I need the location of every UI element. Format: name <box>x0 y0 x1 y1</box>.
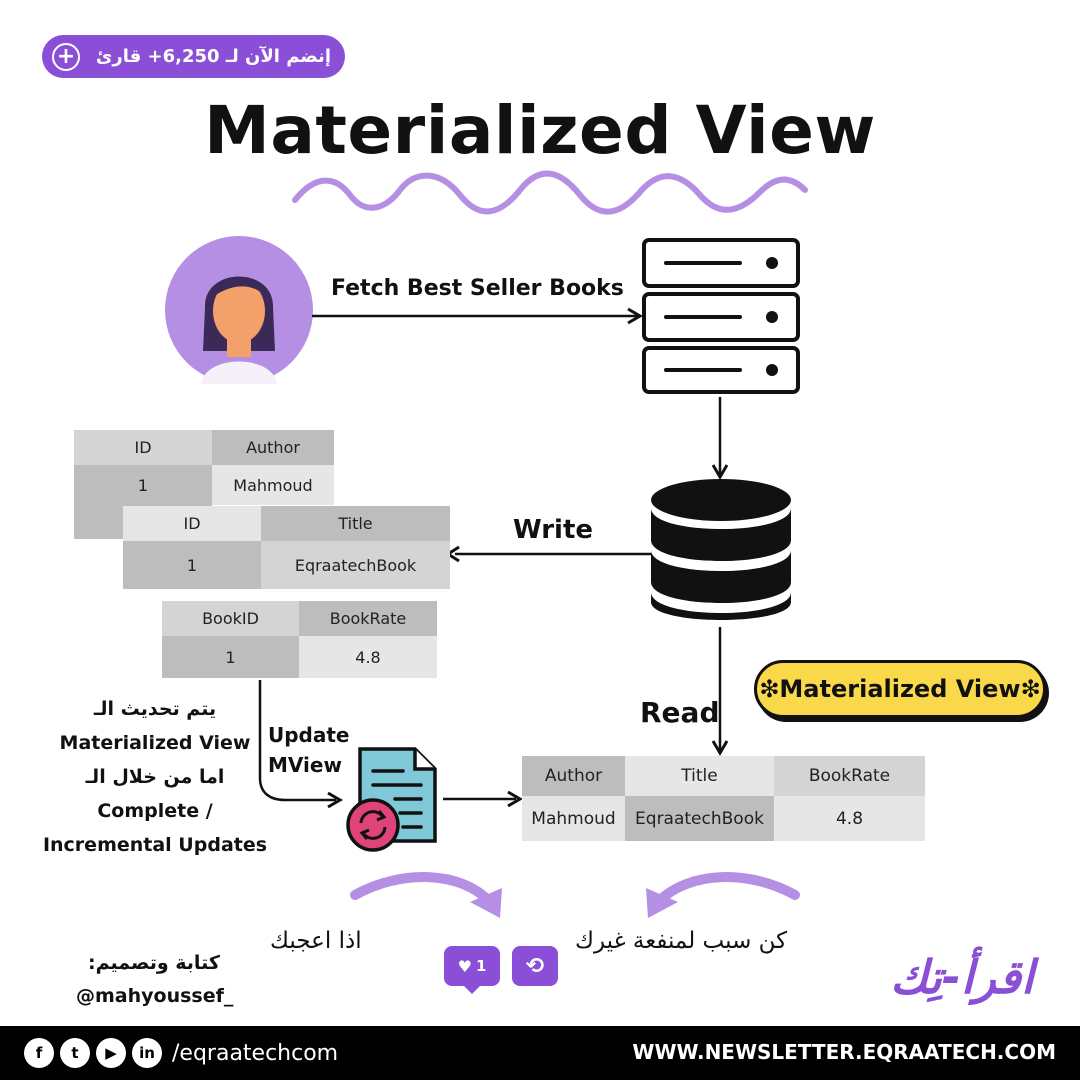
tooltip-tail <box>462 984 482 994</box>
footer-handle[interactable]: /eqraatechcom <box>172 1040 339 1066</box>
table-header: BookRate <box>299 601 437 636</box>
table-cell: 4.8 <box>299 636 437 678</box>
social-links: f t ▶ in /eqraatechcom <box>24 1038 338 1068</box>
page-title: Materialized View <box>204 92 876 169</box>
repost-button[interactable]: ⟲ <box>512 946 558 986</box>
read-arrow <box>711 627 729 756</box>
read-label: Read <box>640 696 720 729</box>
fetch-label: Fetch Best Seller Books <box>331 276 624 301</box>
table-cell: EqraatechBook <box>261 541 450 589</box>
twitter-icon[interactable]: t <box>60 1038 90 1068</box>
table-cell: Mahmoud <box>522 796 625 841</box>
heart-icon: ♥ <box>457 956 472 976</box>
materialized-view-badge: ❇Materialized View❇ <box>754 660 1046 718</box>
youtube-icon[interactable]: ▶ <box>96 1038 126 1068</box>
update-arrow <box>258 680 343 809</box>
write-arrow <box>445 545 651 563</box>
update-label: Update MView <box>268 723 350 777</box>
table-header: Title <box>625 756 774 796</box>
squiggle-underline <box>292 170 808 215</box>
footer-website[interactable]: WWW.NEWSLETTER.EQRAATECH.COM <box>632 1040 1056 1064</box>
fetch-arrow <box>312 307 643 325</box>
like-text: اذا اعجبك <box>270 928 362 954</box>
table-mview: Author Title BookRate Mahmoud EqraatechB… <box>522 756 925 841</box>
table-header: BookID <box>162 601 299 636</box>
table-cell: 4.8 <box>774 796 925 841</box>
table-header: ID <box>74 430 212 465</box>
doc-table-arrow <box>443 790 523 808</box>
table-header: ID <box>123 506 261 541</box>
user-avatar <box>165 236 313 384</box>
server-db-arrow <box>711 397 729 480</box>
server-icon <box>642 238 800 394</box>
table-cell: 1 <box>74 465 212 505</box>
database-icon <box>651 479 791 620</box>
table-header: Author <box>522 756 625 796</box>
table-cell: EqraatechBook <box>625 796 774 841</box>
document-refresh-icon <box>346 747 437 852</box>
footer: f t ▶ in /eqraatechcom WWW.NEWSLETTER.EQ… <box>0 1026 1080 1080</box>
author-handle: @mahyoussef_ <box>76 985 234 1007</box>
update-note: يتم تحديث الـ Materialized View اما من خ… <box>42 698 268 856</box>
eqraatech-logo: اقرأ-تِك <box>890 950 1034 1004</box>
table-title: ID Title 1 EqraatechBook <box>123 506 450 589</box>
join-text: إنضم الآن لـ 6,250+ قارئ <box>95 46 331 67</box>
author-label: كتابة وتصميم: <box>88 952 220 974</box>
like-button[interactable]: ♥ 1 <box>444 946 500 994</box>
table-cell: Mahmoud <box>212 465 334 505</box>
table-header: Title <box>261 506 450 541</box>
table-cell: 1 <box>162 636 299 678</box>
table-rate: BookID BookRate 1 4.8 <box>162 601 437 678</box>
linkedin-icon[interactable]: in <box>132 1038 162 1068</box>
table-header: Author <box>212 430 334 465</box>
write-label: Write <box>513 515 594 545</box>
table-header: BookRate <box>774 756 925 796</box>
facebook-icon[interactable]: f <box>24 1038 54 1068</box>
plus-icon: + <box>52 42 80 71</box>
purple-arrows <box>350 872 800 918</box>
join-pill[interactable]: + إنضم الآن لـ 6,250+ قارئ <box>42 35 345 78</box>
share-text: كن سبب لمنفعة غيرك <box>575 928 788 954</box>
repost-icon: ⟲ <box>525 953 545 979</box>
table-cell: 1 <box>123 541 261 589</box>
